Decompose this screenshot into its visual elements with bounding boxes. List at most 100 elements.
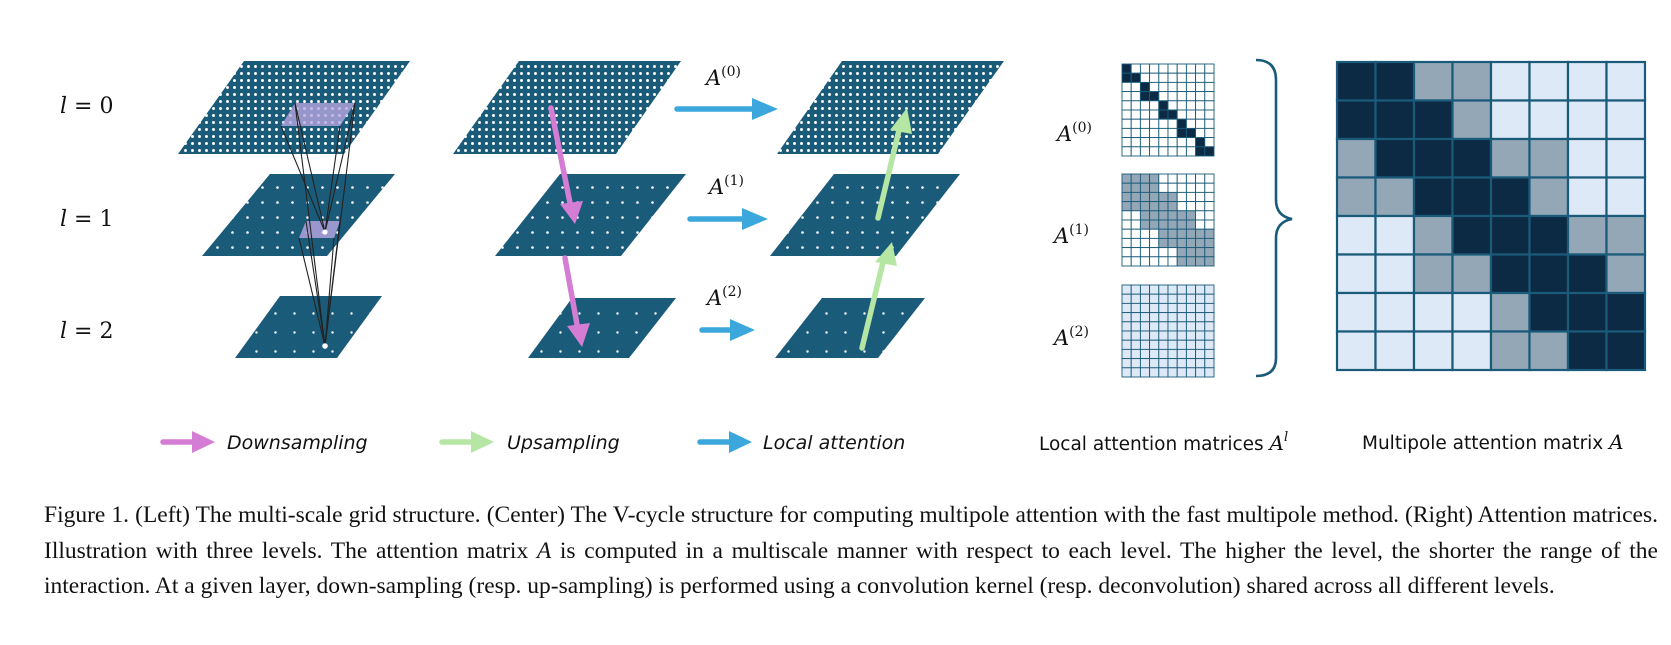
local-matrix-cell <box>1130 109 1141 120</box>
multipole-cell <box>1374 99 1416 141</box>
multipole-attention-matrix <box>1335 60 1647 372</box>
legend-local-attention: Local attention <box>697 431 905 454</box>
local-matrix-cell <box>1176 146 1187 157</box>
local-matrix-cell <box>1158 256 1169 267</box>
local-matrix-cell <box>1195 127 1206 139</box>
local-matrix-cell <box>1167 72 1178 83</box>
local-matrix-cell <box>1158 284 1169 295</box>
local-matrix-cell <box>1130 330 1141 341</box>
local-matrix-cell <box>1176 191 1187 203</box>
local-matrix-cell <box>1121 191 1132 203</box>
multipole-cell <box>1412 253 1454 295</box>
multipole-cell <box>1412 137 1454 179</box>
local-matrix-cell <box>1121 91 1132 102</box>
local-matrix-cell <box>1176 228 1187 239</box>
local-matrix-cell <box>1139 137 1151 148</box>
local-matrix-cell <box>1176 210 1187 221</box>
multipole-cell <box>1528 176 1570 218</box>
local-matrix-cell <box>1195 293 1206 304</box>
local-matrix-cell <box>1121 293 1132 304</box>
local-matrix-cell <box>1176 137 1187 148</box>
multipole-cell <box>1605 330 1647 372</box>
local-matrix-cell <box>1158 237 1169 249</box>
local-matrix-cell <box>1185 312 1197 323</box>
local-matrix-cell <box>1130 137 1141 148</box>
local-matrix-cell <box>1204 339 1215 350</box>
local-matrix-cell <box>1158 91 1169 102</box>
local-matrix-cell <box>1185 367 1197 378</box>
multipole-cell <box>1451 253 1493 295</box>
local-matrix-cell <box>1149 247 1160 258</box>
local-matrix-cell <box>1167 293 1178 304</box>
local-matrix-cell <box>1130 302 1141 314</box>
local-matrix-cell <box>1121 72 1132 83</box>
local-matrix-cell <box>1130 191 1141 203</box>
local-matrix-cell <box>1176 182 1187 193</box>
downsampling-arrow-2 <box>562 255 590 347</box>
local-matrix-cell <box>1204 109 1215 120</box>
local-matrix-cell <box>1195 191 1206 203</box>
local-matrix-cell <box>1139 146 1151 157</box>
local-matrix-cell <box>1130 100 1141 111</box>
local-matrix-cell <box>1130 321 1141 332</box>
multipole-cell <box>1451 60 1493 102</box>
local-matrix-cell <box>1121 228 1132 239</box>
local-matrix-cell <box>1185 91 1197 102</box>
local-matrix-cell <box>1195 302 1206 314</box>
local-matrices-title: Local attention matrices Al <box>1039 430 1288 455</box>
figure-caption: Figure 1. (Left) The multi-scale grid st… <box>44 498 1658 605</box>
local-matrix-cell <box>1195 367 1206 378</box>
local-matrix-cell <box>1195 210 1206 221</box>
local-matrix-cell <box>1121 137 1132 148</box>
caption-text-1: (Left) The multi-scale grid structure. (… <box>44 502 1658 564</box>
multipole-cell <box>1528 330 1570 372</box>
local-matrix-cell <box>1204 330 1215 341</box>
local-matrix-cell <box>1167 191 1178 203</box>
local-matrix-cell <box>1149 219 1160 230</box>
local-matrix-cell <box>1139 367 1151 378</box>
local-matrix-cell <box>1185 339 1197 350</box>
local-matrix-cell <box>1158 312 1169 323</box>
local-matrix-cell <box>1158 72 1169 83</box>
local-matrix-cell <box>1121 109 1132 120</box>
local-matrix-cell <box>1176 127 1187 139</box>
local-matrix-cell <box>1149 367 1160 378</box>
local-matrix-cell <box>1195 201 1206 212</box>
local-matrix-cell <box>1176 81 1187 93</box>
local-matrix-cell <box>1158 182 1169 193</box>
vcycle-grid-up-0 <box>777 61 1004 154</box>
local-matrix-cell <box>1195 219 1206 230</box>
local-matrix-cell <box>1176 348 1187 360</box>
local-matrix-cell <box>1195 173 1206 184</box>
local-matrix-cell <box>1139 72 1151 83</box>
legend-downsampling: Downsampling <box>160 431 368 454</box>
local-matrix-cell <box>1139 302 1151 314</box>
local-matrix-cell <box>1158 118 1169 129</box>
local-matrix-cell <box>1185 191 1197 203</box>
multipole-cell <box>1566 137 1608 179</box>
local-matrix-cell <box>1149 118 1160 129</box>
local-matrix-cell <box>1139 118 1151 129</box>
local-matrix-cell <box>1204 63 1215 74</box>
multipole-cell <box>1605 99 1647 141</box>
local-matrix-cell <box>1167 109 1178 120</box>
local-matrix-cell <box>1204 367 1215 378</box>
caption-text-2: is computed in a multiscale manner with … <box>44 537 1658 600</box>
local-matrix-cell <box>1149 182 1160 193</box>
local-matrix-cell <box>1176 91 1187 102</box>
local-matrix-cell <box>1167 284 1178 295</box>
local-matrix-cell <box>1195 284 1206 295</box>
local-attention-arrow-2 <box>699 319 755 341</box>
local-matrix-cell <box>1185 256 1197 267</box>
local-attention-arrow-0 <box>674 98 778 120</box>
local-matrix-cell <box>1149 91 1160 102</box>
local-matrix-cell <box>1139 312 1151 323</box>
local-matrix-cell <box>1185 81 1197 93</box>
multipole-cell <box>1374 253 1416 295</box>
multipole-cell <box>1566 330 1608 372</box>
local-matrix-cell <box>1176 173 1187 184</box>
local-matrix-cell <box>1204 100 1215 111</box>
local-matrix-cell <box>1121 367 1132 378</box>
local-matrix-cell <box>1139 173 1151 184</box>
local-matrix-cell <box>1204 293 1215 304</box>
